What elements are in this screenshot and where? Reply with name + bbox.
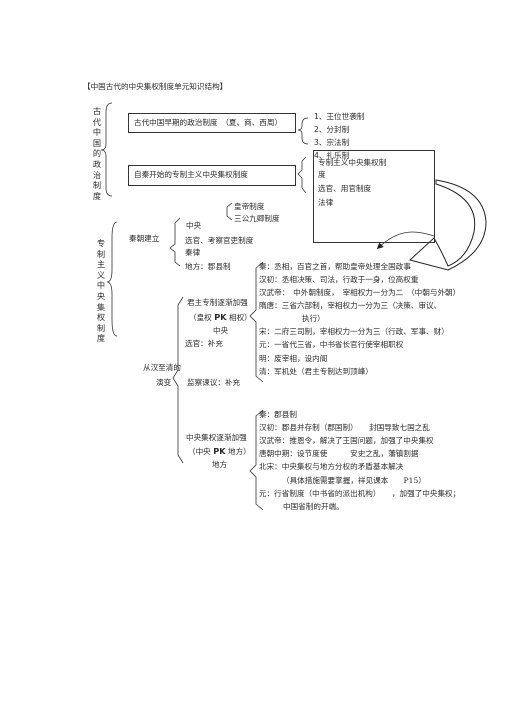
local-note: （具体措施需要掌握，祥见课本 P15） <box>282 476 426 485</box>
brace-evolution <box>172 296 184 464</box>
big-curved-arrow <box>408 179 487 271</box>
local-note: 唐朝中期：设节度使 安史之乱，藩镇割据 <box>259 449 419 458</box>
monarchy-pk-line: （皇权 PK 相权） <box>189 312 252 323</box>
autocracy-note: 度 <box>318 170 326 179</box>
autocracy-note: 法律 <box>318 198 334 207</box>
early-list-item: 4、礼乐制 <box>314 151 350 160</box>
central-note: 秦：丞相，百官之首，帮助皇帝处理全国政事 <box>259 262 411 271</box>
centralization-pk-a: （中央 <box>188 447 211 456</box>
local-note: 元：行省制度（中书省的派出机构） ，加强了中央集权； <box>259 489 461 498</box>
monarchy-pk: PK <box>214 312 227 322</box>
autocracy-label: 自秦开始的专制主义中央集权制度 <box>134 170 248 179</box>
early-system-box: 古代中国早期的政治制度 （夏、商、西周） <box>128 113 296 133</box>
evolution-label: 演变 <box>156 378 172 387</box>
early-list-item: 1、王位世袭制 <box>314 112 365 121</box>
qin-law: 秦律 <box>185 248 201 257</box>
brace-autocracy-notes <box>297 156 307 194</box>
centralization-local: 地方 <box>212 460 228 469</box>
jiancha-label: 监察谏议：补充 <box>187 378 241 387</box>
qin-local: 地方：郡县制 <box>185 262 231 271</box>
autocracy-note: 专制主义中央集权制 <box>318 158 387 167</box>
monarchy-pk-b: 相权） <box>228 313 252 322</box>
qin-central-label: 中央 <box>186 221 202 230</box>
early-list-item: 2、分封制 <box>314 125 350 134</box>
central-note: 汉初：丞相决策、司法，行政于一身，位高权重 <box>259 275 419 284</box>
local-note: 北宋：中央集权与地方分权的矛盾基本解决 <box>259 462 404 471</box>
arrow-to-notes <box>376 231 435 250</box>
central-note: 元：一省代三省，中书省长官行使宰相职权 <box>259 340 404 349</box>
local-note: 汉初：郡县并存制（郡国制） 封国导致七国之乱 <box>259 423 430 432</box>
page-title: 【中国古代的中央集权制度单元知识结构】 <box>83 82 228 91</box>
section2-label: 专制主义中央集权制度 <box>96 238 106 344</box>
brace-section2 <box>106 221 118 337</box>
monarchy-central: 中央 <box>213 326 229 335</box>
qin-emperor: 皇帝制度 <box>234 202 265 211</box>
brace-qin-central <box>226 202 233 221</box>
autocracy-note: 选官、用官制度 <box>318 184 372 193</box>
autocracy-box: 自秦开始的专制主义中央集权制度 <box>128 165 296 186</box>
local-note: 中国省制的开端。 <box>283 502 344 511</box>
monarchy-pk-a: （皇权 <box>189 313 212 322</box>
central-note: 清：军机处（君主专制达到顶峰） <box>259 367 373 376</box>
central-note: 执行） <box>302 314 325 323</box>
monarchy-label: 君主专制逐渐加强 <box>187 298 248 307</box>
brace-local-notes <box>249 409 264 511</box>
centralization-pk: PK <box>213 446 226 456</box>
qin-sangong: 三公九卿制度 <box>234 214 280 223</box>
early-system-label: 古代中国早期的政治制度 （夏、商、西周） <box>134 118 283 127</box>
centralization-pk-b: 地方） <box>227 447 251 456</box>
early-list-item: 3、宗法制 <box>314 138 350 147</box>
xuanguan-label: 选官：补充 <box>185 339 223 348</box>
centralization-label: 中央集权逐渐加强 <box>186 433 247 442</box>
central-note: 汉武帝： 中外朝制度， 宰相权力一分为二 （中朝与外朝） <box>259 288 461 297</box>
qin-label: 秦朝建立 <box>129 234 160 243</box>
brace-central-notes <box>249 261 264 383</box>
central-note: 宋：二府三司制，宰相权力一分为三（行政、军事、财） <box>259 327 449 336</box>
qin-officials: 选官、考察官吏制度 <box>185 236 254 245</box>
brace-section1 <box>100 102 113 197</box>
brace-early-list <box>297 117 309 145</box>
section1-label: 古代中国的政治制度 <box>92 106 102 201</box>
central-note: 隋唐：三省六部制，宰相权力一分为三（决策、审议、 <box>259 301 442 310</box>
evolution-label: 从汉至清的 <box>143 363 181 372</box>
brace-qin <box>169 217 181 267</box>
autocracy-notes-box <box>313 150 435 243</box>
centralization-pk-line: （中央 PK 地方） <box>188 446 251 457</box>
central-note: 明：废宰相，设内阁 <box>259 354 328 363</box>
local-note: 汉武帝：推恩令，解决了王国问题，加强了中央集权 <box>259 436 434 445</box>
local-note: 秦：郡县制 <box>259 410 297 419</box>
